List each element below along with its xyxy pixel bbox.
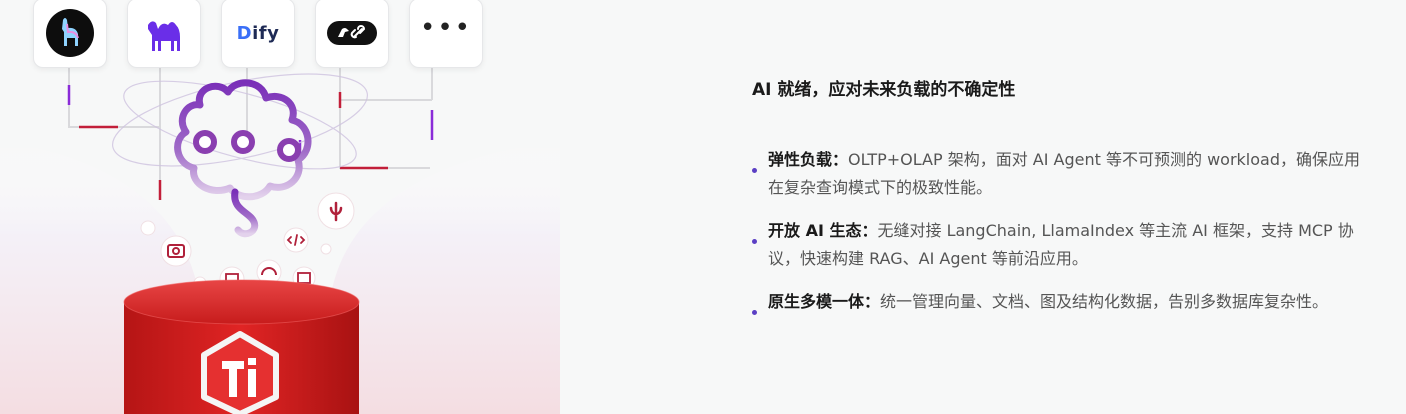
camel-icon: [148, 21, 180, 51]
bullet-dot: [752, 168, 757, 173]
bullet-dot: [752, 239, 757, 244]
tidb-logo-icon: [201, 331, 279, 414]
feature-item: 开放 AI 生态：无缝对接 LangChain, LlamaIndex 等主流 …: [752, 217, 1372, 273]
llama-icon: [46, 9, 94, 57]
dify-logo-card[interactable]: Dify: [221, 0, 295, 68]
camel-logo-card[interactable]: [127, 0, 201, 68]
section-title: AI 就绪，应对未来负载的不确定性: [752, 80, 1016, 100]
feature-label: 开放 AI 生态：: [768, 221, 878, 240]
ai-ready-section: AI 就绪，应对未来负载的不确定性 弹性负载：OLTP+OLAP 架构，面对 A…: [752, 78, 1372, 331]
more-icon: •••: [419, 13, 472, 43]
feature-item: 弹性负载：OLTP+OLAP 架构，面对 AI Agent 等不可预测的 wor…: [752, 146, 1372, 202]
dify-logo-text: Dify: [236, 22, 280, 44]
llama-logo-card[interactable]: [33, 0, 107, 68]
illustration: Dify •••: [0, 0, 700, 414]
microphone-icon: [317, 192, 355, 230]
link-bird-icon: [327, 21, 377, 45]
bullet-dot: [752, 310, 757, 315]
code-icon: [283, 227, 309, 253]
feature-text: OLTP+OLAP 架构，面对 AI Agent 等不可预测的 workload…: [768, 150, 1360, 197]
integration-logos: Dify •••: [33, 0, 483, 68]
feature-list: 弹性负载：OLTP+OLAP 架构，面对 AI Agent 等不可预测的 wor…: [752, 146, 1372, 316]
ai-database-illustration: [0, 68, 560, 414]
feature-text: 统一管理向量、文档、图及结构化数据，告别多数据库复杂性。: [880, 292, 1329, 311]
camera-icon: [160, 235, 192, 267]
feature-label: 原生多模一体：: [768, 292, 881, 311]
feature-label: 弹性负载：: [768, 150, 849, 169]
feature-text: 无缝对接 LangChain, LlamaIndex 等主流 AI 框架，支持 …: [768, 221, 1354, 268]
feature-item: 原生多模一体：统一管理向量、文档、图及结构化数据，告别多数据库复杂性。: [752, 288, 1372, 316]
brain-icon: [174, 79, 312, 238]
more-integrations-card[interactable]: •••: [409, 0, 483, 68]
link-logo-card[interactable]: [315, 0, 389, 68]
